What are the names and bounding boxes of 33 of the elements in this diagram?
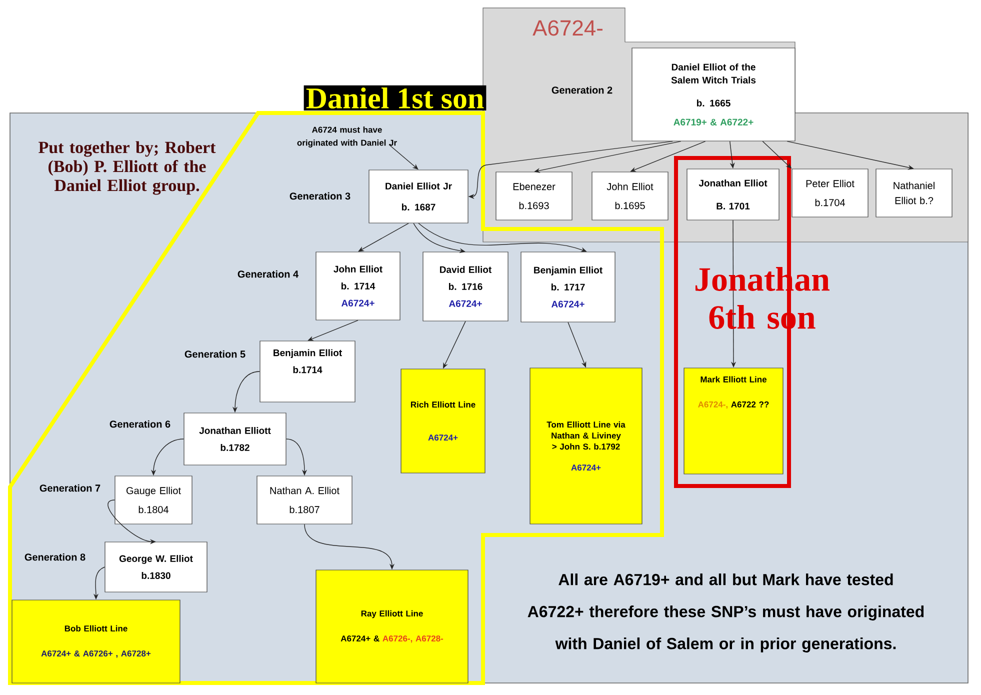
generation-label: Generation 5 [184,350,246,358]
annotation-text: A6724 must have originated with Daniel Jr [297,126,397,148]
arrow [358,222,409,252]
lineage-box: Rich Elliott Line A6724+ [400,368,486,474]
person-box: David Elliot b. 1716 A6724+ [422,252,508,322]
person-box: Daniel Elliot Jr b. 1687 [368,170,468,224]
lineage-box: Bob Elliott Line A6724+ & A6726+ , A6728+ [12,600,180,684]
person-box: George W. Elliot b.1830 [104,542,208,592]
heading-text: Daniel 1st son [304,85,486,111]
generation-label: Generation 4 [238,270,298,278]
person-box: Benjamin Elliot b.1714 [260,340,356,402]
note-text: All are A6719+ and all but Mark have tested A6722+ therefore these SNP’s must have originated with Daniel of Salem or in prior generations. [528,574,924,652]
person-box: Jonathan Elliot B. 1701 [686,168,780,220]
generation-label: Generation 7 [40,484,100,492]
lineage-box: Tom Elliott Line via Nathan & Liviney > John S. b.1792 A6724+ [530,368,642,524]
generation-label: Generation 6 [110,420,170,428]
person-box: Jonathan Elliott b.1782 [184,412,286,466]
generation-label: Generation 8 [24,553,86,561]
generation-label: Generation 2 [552,86,612,94]
tag-text: A6724- [532,20,602,36]
credit-text: Put together by; Robert (Bob) P. Elliott of the Daniel Elliot group. [38,141,216,195]
lineage-box: Ray Elliott Line A6724+ & A6726-, A6728- [316,570,468,684]
person-box: Nathaniel Elliot b.? [876,168,952,218]
person-box: Peter Elliot b.1704 [792,168,868,218]
person-box: Gauge Elliot b.1804 [114,476,192,524]
generation-label: Generation 3 [290,192,350,200]
person-box: Ebenezer b.1693 [496,172,572,220]
person-box: Benjamin Elliot b. 1717 A6724+ [520,252,616,322]
person-box: John Elliot b.1695 [592,172,668,220]
lineage-box: Mark Elliott Line A6724-, A6722 ?? [684,368,784,474]
person-box: John Elliot b. 1714 A6724+ [316,252,400,320]
person-box: Nathan A. Elliot b.1807 [256,476,352,524]
person-box: Daniel Elliot of the Salem Witch Trials b. 1665 A6719+ & A6722+ [632,48,796,142]
